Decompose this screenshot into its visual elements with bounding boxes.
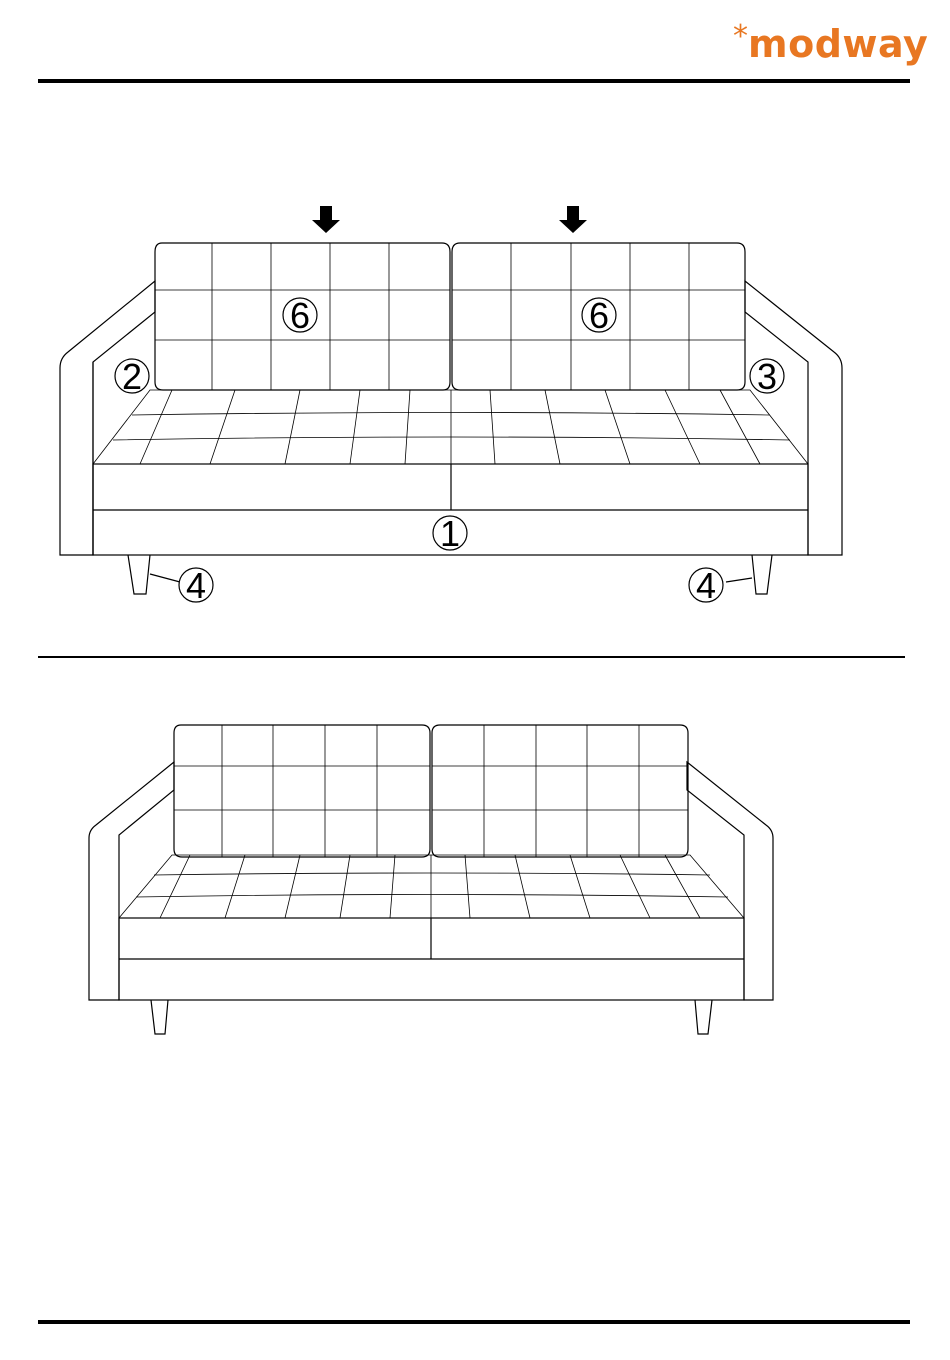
- callout-left-arm: 2: [115, 356, 149, 397]
- seat-cushion: [93, 390, 808, 464]
- down-arrow-icon: [559, 206, 587, 233]
- callout-frame: 1: [433, 513, 467, 554]
- down-arrow-icon: [312, 206, 340, 233]
- callout-back-cushion-left: 6: [283, 295, 317, 336]
- callout-back-cushion-right: 6: [582, 295, 616, 336]
- callout-number: 1: [440, 513, 460, 554]
- right-arm: [687, 762, 773, 1000]
- sofa-frame: [119, 918, 744, 1000]
- seat-cushion: [119, 855, 744, 918]
- callout-number: 6: [290, 295, 310, 336]
- callout-leg-right: 4: [689, 565, 723, 606]
- leg-right: [695, 1000, 712, 1034]
- callout-number: 3: [757, 356, 777, 397]
- callout-leg-left: 4: [179, 565, 213, 606]
- left-arm: [89, 762, 174, 1000]
- back-cushion-right: [432, 725, 688, 857]
- sofa-assembly-view: 6 6 2 3 1 4 4: [60, 206, 842, 606]
- callout-number: 4: [696, 565, 716, 606]
- back-cushion-left: [174, 725, 430, 857]
- callout-number: 6: [589, 295, 609, 336]
- left-arm: [60, 281, 155, 555]
- right-arm: [745, 281, 842, 555]
- leg-left: [151, 1000, 168, 1034]
- sofa-assembled-view: [89, 725, 773, 1034]
- callout-number: 4: [186, 565, 206, 606]
- leg-right: [752, 555, 772, 594]
- leg-left: [128, 555, 150, 594]
- callout-right-arm: 3: [750, 356, 784, 397]
- callout-number: 2: [122, 356, 142, 397]
